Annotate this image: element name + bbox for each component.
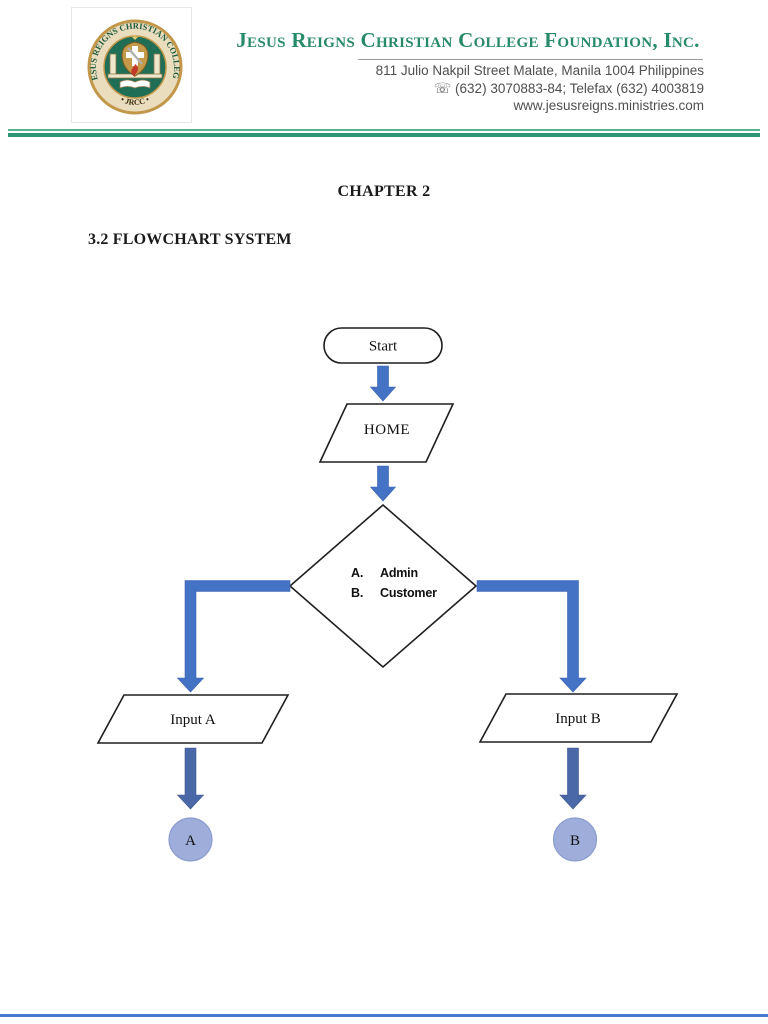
- arrow-home-to-decision: [369, 465, 397, 502]
- chapter-title: CHAPTER 2: [337, 183, 431, 200]
- decision-option-b-key: B.: [351, 586, 363, 600]
- page-bottom-separator: [0, 1014, 768, 1017]
- input-a-node: [96, 694, 290, 744]
- arrow-input-a-to-connector-a: [176, 747, 205, 810]
- letterhead-rule-top: [8, 129, 760, 131]
- college-seal-logo: JESUS REIGNS CHRISTIAN COLLEGE • JRCC •: [69, 0, 192, 123]
- header-divider: [358, 59, 703, 60]
- phone-line: ☏ (632) 3070883-84; Telefax (632) 400381…: [433, 79, 704, 96]
- connector-a-node: [168, 817, 213, 862]
- start-node-label: Start: [369, 339, 398, 355]
- decision-option-a-label: Admin: [380, 566, 418, 580]
- home-node: [318, 403, 455, 463]
- edge-decision-to-input-a: [176, 580, 291, 693]
- college-seal-icon: JESUS REIGNS CHRISTIAN COLLEGE • JRCC •: [69, 0, 183, 115]
- edge-decision-to-input-b: [476, 580, 587, 693]
- section-title: 3.2 FLOWCHART SYSTEM: [88, 231, 292, 248]
- organization-name: Jesus Reigns Christian College Foundatio…: [236, 28, 700, 52]
- connector-b-node: [552, 817, 598, 862]
- svg-text:• JRCC •: • JRCC •: [119, 95, 151, 107]
- home-node-label: HOME: [364, 422, 410, 438]
- seal-pillar-left: [109, 53, 117, 77]
- seal-jrcc-text: • JRCC •: [119, 95, 151, 107]
- input-a-label: Input A: [170, 712, 216, 728]
- decision-option-a-key: A.: [351, 566, 363, 580]
- connector-a-label: A: [185, 833, 196, 849]
- flowchart: Start HOME A. Admin B. Customer Input A …: [96, 327, 679, 862]
- start-node: [323, 327, 443, 364]
- input-b-label: Input B: [555, 711, 600, 727]
- seal-dove-icon: [131, 34, 139, 40]
- header-contact-block: 811 Julio Nakpil Street Malate, Manila 1…: [376, 62, 704, 115]
- letterhead-rule-bottom: [8, 133, 760, 137]
- arrow-start-to-home: [369, 365, 397, 402]
- connector-b-label: B: [570, 833, 580, 849]
- seal-pillar-right: [153, 53, 161, 77]
- address-line: 811 Julio Nakpil Street Malate, Manila 1…: [375, 63, 704, 78]
- website-text: www.jesusreigns.ministries.com: [513, 98, 704, 113]
- input-b-node: [478, 693, 679, 743]
- arrow-input-b-to-connector-b: [559, 747, 587, 810]
- telephone-icon: ☏: [433, 79, 452, 96]
- seal-flame-icon: [131, 64, 139, 77]
- seal-book-icon: [119, 79, 151, 89]
- decision-node: [288, 503, 478, 669]
- decision-option-b-label: Customer: [380, 586, 437, 600]
